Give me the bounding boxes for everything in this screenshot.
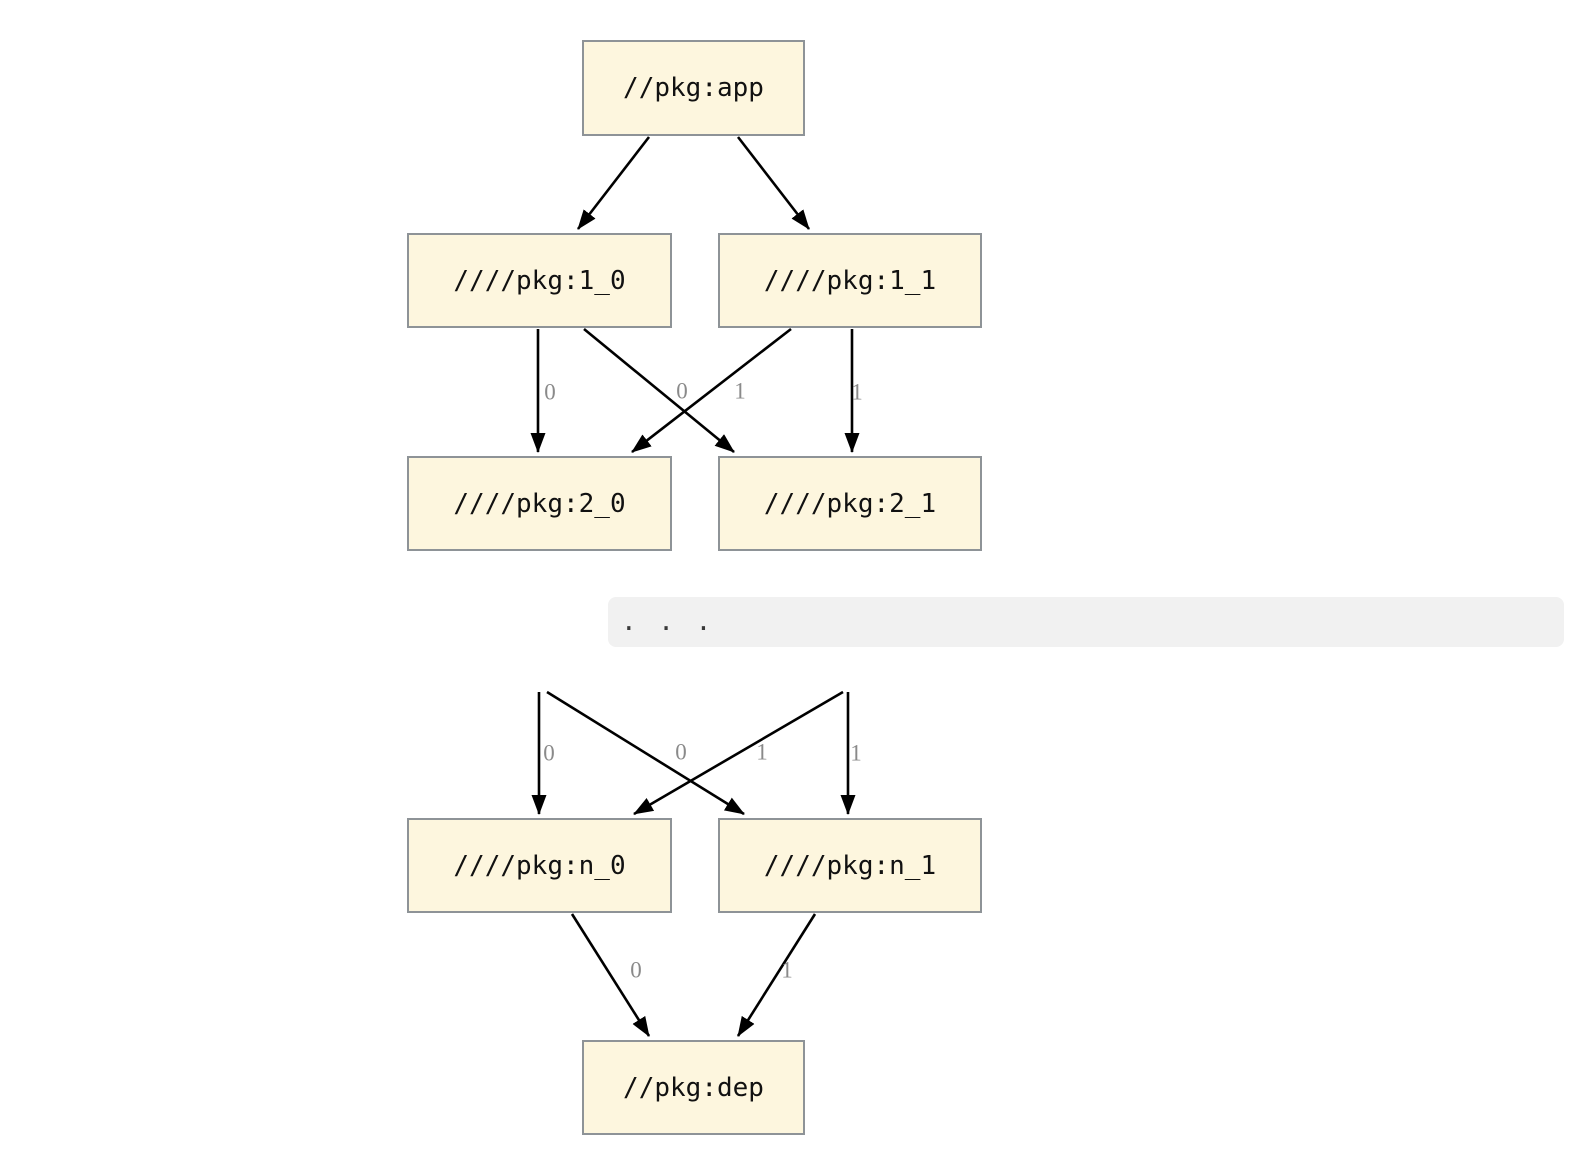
node-dep: //pkg:dep [582,1040,805,1135]
node-n_0: ////pkg:n_0 [407,818,672,913]
node-1_0: ////pkg:1_0 [407,233,672,328]
node-1_1: ////pkg:1_1 [718,233,982,328]
node-2_1: ////pkg:2_1 [718,456,982,551]
node-app: //pkg:app [582,40,805,136]
node-2_0: ////pkg:2_0 [407,456,672,551]
node-label: ////pkg:2_0 [453,488,626,519]
node-label: ////pkg:1_1 [763,265,937,296]
node-label: //pkg:app [623,73,764,103]
ellipsis-band: . . . [608,597,1564,647]
node-label: ////pkg:n_1 [763,850,937,881]
node-label: ////pkg:1_0 [453,265,626,296]
node-label: ////pkg:n_0 [453,850,626,881]
node-label: //pkg:dep [623,1072,764,1103]
ellipsis-band-label: . . . [621,607,715,637]
node-label: ////pkg:2_1 [763,488,937,519]
node-n_1: ////pkg:n_1 [718,818,982,913]
